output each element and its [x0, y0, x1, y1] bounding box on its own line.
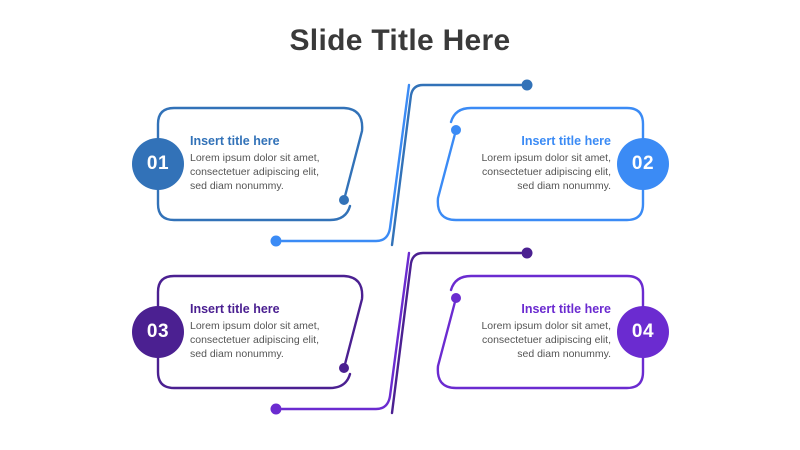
step-card-04[interactable]: Insert title here Lorem ipsum dolor sit … [451, 302, 611, 361]
card-tail-dot-01 [339, 195, 349, 205]
card-outline-03 [156, 274, 364, 390]
step-title-01: Insert title here [190, 134, 280, 148]
step-badge-04[interactable]: 04 [617, 306, 669, 358]
page-title: Slide Title Here [289, 24, 511, 57]
card-tail-dot-02 [451, 125, 461, 135]
step-title-04: Insert title here [521, 302, 611, 316]
step-card-03[interactable]: Insert title here Lorem ipsum dolor sit … [190, 302, 350, 361]
step-badge-label-03: 03 [146, 321, 170, 342]
connector-dot-bottomleft [270, 403, 282, 415]
connector-03-to-04 [390, 251, 523, 415]
step-body-03: Lorem ipsum dolor sit amet, consectetuer… [190, 320, 320, 360]
step-badge-01[interactable]: 01 [132, 138, 184, 190]
step-badge-label-02: 02 [631, 153, 655, 174]
connector-dot-bottom [521, 247, 533, 259]
step-badge-03[interactable]: 03 [132, 306, 184, 358]
step-badge-label-04: 04 [631, 321, 655, 342]
step-badge-02[interactable]: 02 [617, 138, 669, 190]
card-outline-02 [436, 106, 645, 222]
step-title-02: Insert title here [521, 134, 611, 148]
connector-04-tail [280, 251, 411, 411]
card-outline-01 [156, 106, 364, 222]
connector-02-tail [280, 83, 411, 243]
step-body-02: Lorem ipsum dolor sit amet, consectetuer… [481, 152, 611, 192]
step-body-04: Lorem ipsum dolor sit amet, consectetuer… [481, 320, 611, 360]
card-outline-04 [436, 274, 645, 390]
step-body-01: Lorem ipsum dolor sit amet, consectetuer… [190, 152, 320, 192]
step-title-03: Insert title here [190, 302, 280, 316]
step-card-02[interactable]: Insert title here Lorem ipsum dolor sit … [451, 134, 611, 193]
card-tail-dot-03 [339, 363, 349, 373]
connector-dot-midleft [270, 235, 282, 247]
connector-01-to-02 [390, 83, 523, 247]
connector-dot-top [521, 79, 533, 91]
step-badge-label-01: 01 [146, 153, 170, 174]
card-tail-dot-04 [451, 293, 461, 303]
step-card-01[interactable]: Insert title here Lorem ipsum dolor sit … [190, 134, 350, 193]
